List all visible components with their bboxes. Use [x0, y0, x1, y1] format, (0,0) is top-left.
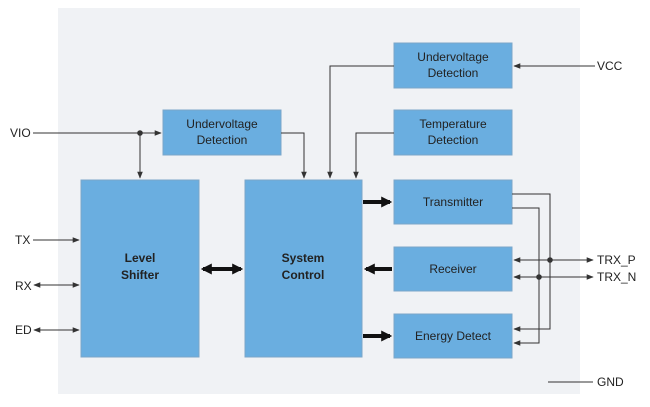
io-wiring	[33, 237, 80, 333]
temp-line1: Temperature	[419, 117, 487, 131]
energy-detect-label: Energy Detect	[415, 329, 492, 343]
receiver-block: Receiver	[393, 246, 513, 292]
pin-vio: VIO	[10, 126, 31, 140]
system-control-block: System Control	[244, 179, 363, 358]
energy-detect-block: Energy Detect	[393, 313, 513, 359]
pin-tx: TX	[15, 233, 30, 247]
pin-gnd: GND	[597, 375, 624, 389]
system-control-line2: Control	[282, 268, 325, 282]
uv-vio-line1: Undervoltage	[186, 117, 258, 131]
system-control-line1: System	[282, 251, 325, 265]
pin-rx: RX	[15, 279, 32, 293]
transmitter-label: Transmitter	[423, 195, 483, 209]
pin-vcc: VCC	[597, 59, 623, 73]
bus-arrows	[200, 196, 393, 342]
uv-vcc-line2: Detection	[428, 66, 479, 80]
vcc-wiring	[327, 63, 595, 179]
uv-vcc-line1: Undervoltage	[417, 50, 489, 64]
transmitter-block: Transmitter	[393, 179, 513, 225]
pin-trx-n: TRX_N	[597, 270, 636, 284]
uv-vio-block: Undervoltage Detection	[162, 109, 282, 156]
vio-wiring	[33, 130, 307, 179]
temperature-block: Temperature Detection	[393, 109, 513, 156]
temp-wiring	[353, 132, 394, 179]
uv-vcc-block: Undervoltage Detection	[393, 42, 513, 89]
level-shifter-block: Level Shifter	[80, 179, 200, 358]
receiver-label: Receiver	[429, 262, 476, 276]
pin-trx-p: TRX_P	[597, 253, 636, 267]
uv-vio-line2: Detection	[197, 133, 248, 147]
level-shifter-line1: Level	[125, 251, 156, 265]
trx-wiring	[512, 193, 594, 346]
temp-line2: Detection	[428, 133, 479, 147]
pin-ed: ED	[15, 323, 32, 337]
level-shifter-line2: Shifter	[121, 268, 159, 282]
